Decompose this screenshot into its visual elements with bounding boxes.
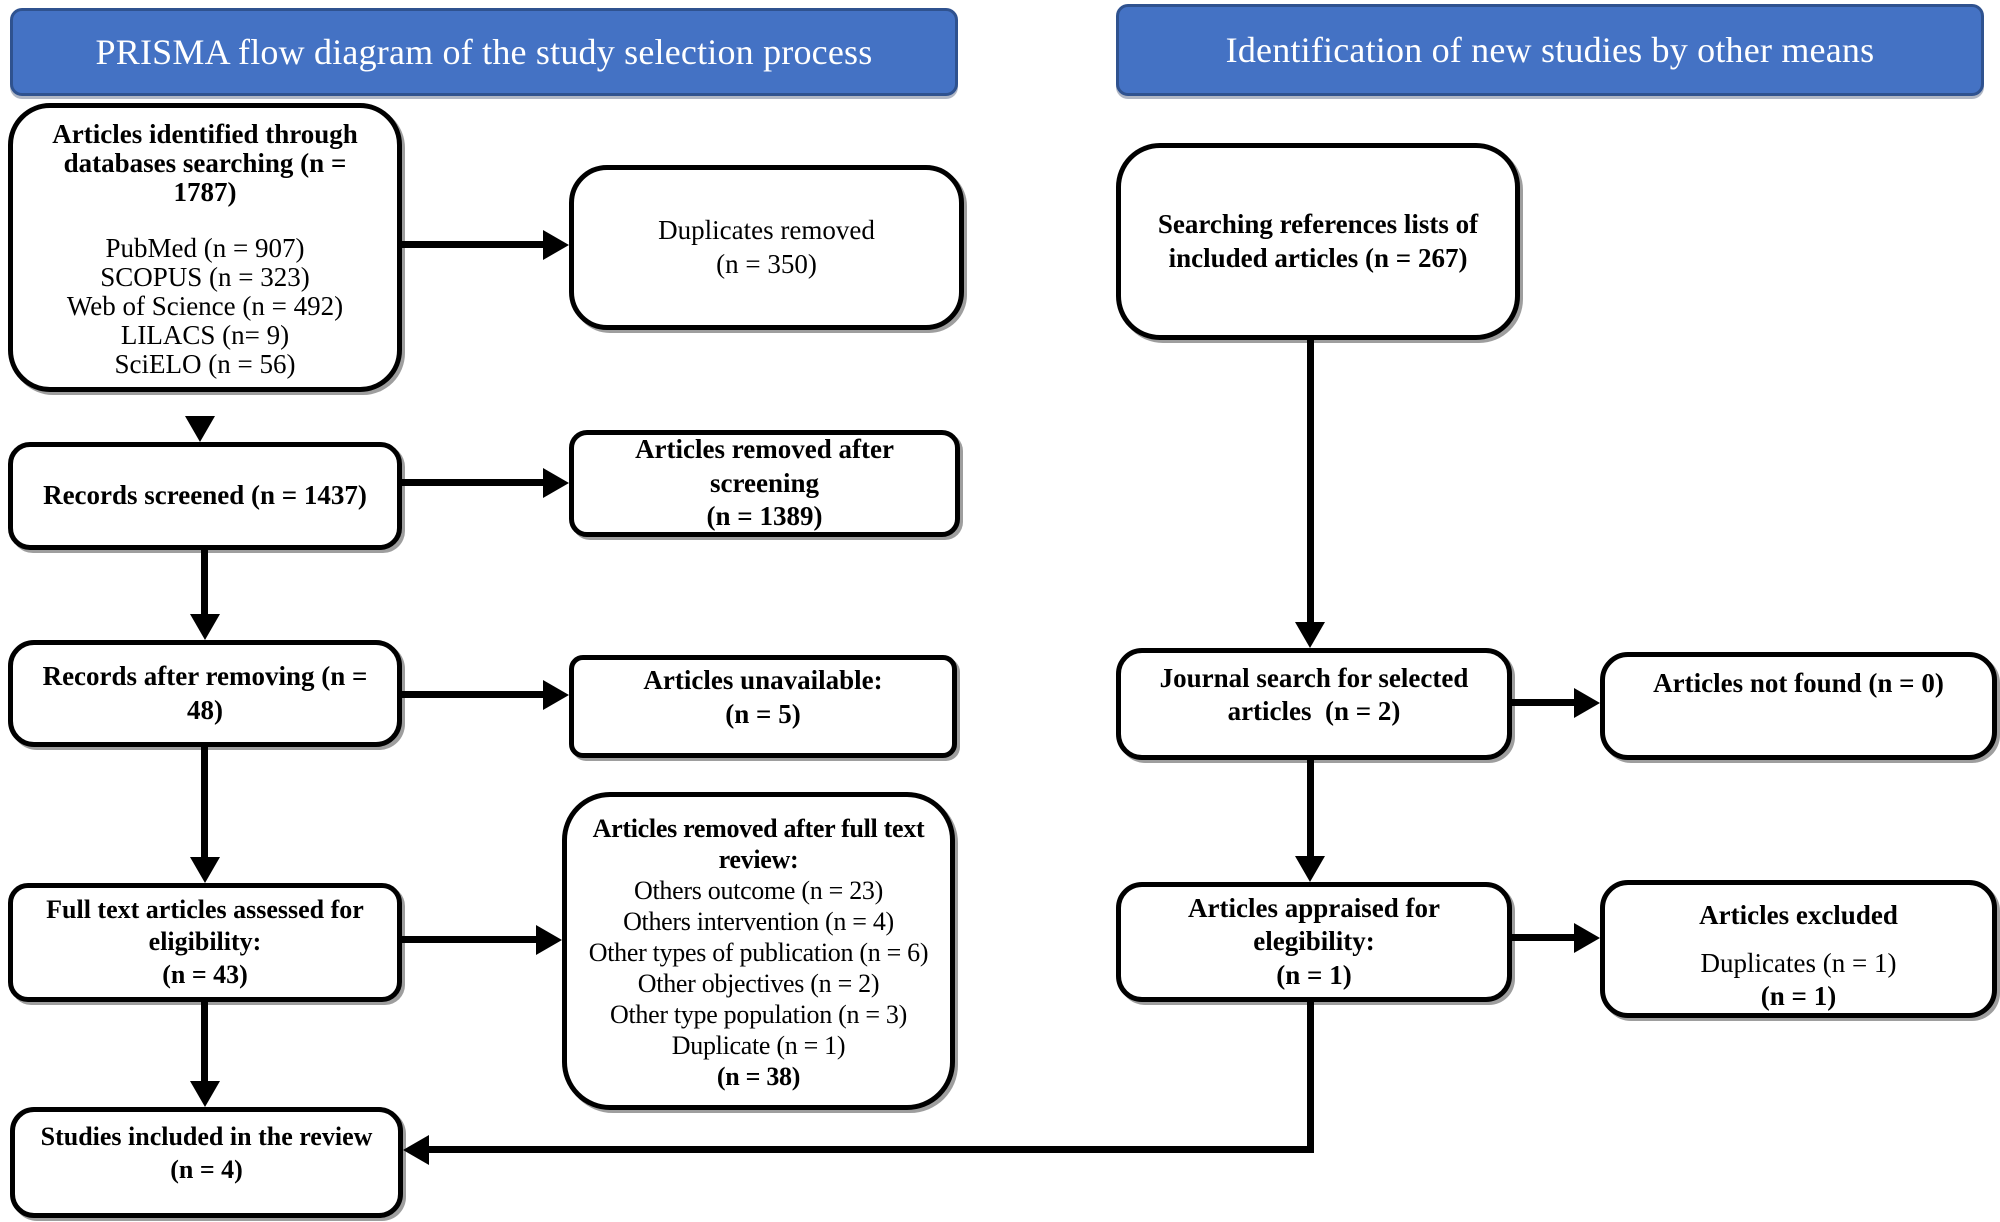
box-full-text-assessed-line: eligibility: bbox=[148, 927, 262, 957]
box-removed-after-screening: Articles removed after screening (n = 13… bbox=[569, 430, 960, 537]
reason-other-type-population: Other type population (n = 3) bbox=[610, 1000, 907, 1029]
arrowhead-searching-to-journal-search bbox=[1295, 622, 1325, 648]
reason-other-objectives: Other objectives (n = 2) bbox=[637, 969, 880, 998]
arrow-identification-to-duplicates bbox=[402, 241, 543, 248]
arrowhead-appraised-to-included bbox=[403, 1135, 429, 1165]
box-articles-excluded-line: (n = 1) bbox=[1760, 981, 1837, 1011]
arrow-appraised-to-included-vertical bbox=[1307, 1002, 1314, 1153]
source-pubmed: PubMed (n = 907) bbox=[105, 233, 305, 263]
arrow-after-removing-to-full-text bbox=[201, 747, 208, 857]
arrow-after-removing-to-unavailable bbox=[402, 691, 543, 698]
box-records-after-removing-line: Records after removing (n = bbox=[42, 661, 368, 692]
arrow-appraised-to-included-horizontal bbox=[429, 1146, 1314, 1153]
box-searching-references: Searching references lists of included a… bbox=[1116, 143, 1520, 340]
arrow-identification-to-screened bbox=[185, 416, 215, 442]
box-identification-title-line: 1787) bbox=[173, 177, 237, 207]
box-removed-after-full-text-title-line: review: bbox=[718, 845, 799, 874]
box-removed-after-full-text-title-line: Articles removed after full text bbox=[592, 814, 925, 843]
box-full-text-assessed-line: (n = 43) bbox=[162, 959, 248, 989]
source-web-of-science: Web of Science (n = 492) bbox=[66, 291, 344, 321]
arrowhead-screened-to-removed-after-screening bbox=[543, 468, 569, 498]
arrowhead-after-removing-to-full-text bbox=[190, 857, 220, 883]
arrow-searching-to-journal-search bbox=[1307, 340, 1314, 622]
arrowhead-journal-search-to-not-found bbox=[1574, 688, 1600, 718]
box-records-after-removing-line: 48) bbox=[187, 694, 223, 725]
box-articles-excluded-title: Articles excluded bbox=[1699, 900, 1898, 930]
arrow-screened-to-after-removing bbox=[201, 550, 208, 614]
reason-others-outcome: Others outcome (n = 23) bbox=[634, 876, 883, 905]
box-journal-search-line: Journal search for selected bbox=[1159, 662, 1469, 693]
header-left-title: PRISMA flow diagram of the study selecti… bbox=[95, 32, 873, 72]
arrowhead-full-text-to-removed-full-text bbox=[536, 925, 562, 955]
box-searching-references-line: Searching references lists of bbox=[1157, 209, 1479, 240]
box-full-text-assessed: Full text articles assessed for eligibil… bbox=[8, 883, 402, 1002]
box-duplicates-removed-line: (n = 350) bbox=[716, 248, 817, 279]
box-articles-not-found: Articles not found (n = 0) bbox=[1600, 652, 1997, 760]
arrowhead-appraised-to-excluded bbox=[1574, 923, 1600, 953]
arrow-full-text-to-included bbox=[201, 1002, 208, 1081]
box-removed-after-screening-line: (n = 1389) bbox=[706, 501, 823, 532]
reason-others-intervention: Others intervention (n = 4) bbox=[623, 907, 894, 936]
box-removed-after-screening-line: screening bbox=[710, 467, 819, 498]
box-articles-appraised-line: (n = 1) bbox=[1276, 959, 1352, 990]
box-removed-after-full-text: Articles removed after full text review:… bbox=[562, 792, 955, 1110]
box-articles-appraised-line: Articles appraised for bbox=[1188, 892, 1440, 923]
header-right-title: Identification of new studies by other m… bbox=[1225, 30, 1875, 70]
box-identification-title-line: databases searching (n = bbox=[63, 148, 347, 178]
box-identification-title-line: Articles identified through bbox=[52, 119, 358, 149]
box-duplicates-removed: Duplicates removed (n = 350) bbox=[569, 165, 964, 330]
box-records-screened: Records screened (n = 1437) bbox=[8, 442, 402, 550]
source-scopus: SCOPUS (n = 323) bbox=[100, 262, 310, 292]
source-scielo: SciELO (n = 56) bbox=[114, 349, 296, 379]
arrow-appraised-to-excluded bbox=[1512, 934, 1574, 941]
arrow-full-text-to-removed-full-text bbox=[402, 936, 536, 943]
box-studies-included-line: Studies included in the review bbox=[40, 1122, 373, 1152]
reason-duplicate: Duplicate (n = 1) bbox=[671, 1031, 846, 1060]
box-articles-appraised: Articles appraised for elegibility: (n =… bbox=[1116, 882, 1512, 1002]
box-identification: Articles identified through databases se… bbox=[8, 103, 402, 392]
box-records-screened-label: Records screened (n = 1437) bbox=[43, 480, 367, 511]
arrow-journal-search-to-not-found bbox=[1512, 699, 1574, 706]
arrow-screened-to-removed-after-screening bbox=[402, 479, 543, 486]
reason-other-types-publication: Other types of publication (n = 6) bbox=[588, 938, 929, 967]
box-journal-search-line: articles (n = 2) bbox=[1227, 696, 1401, 726]
box-articles-unavailable-line: (n = 5) bbox=[725, 698, 801, 729]
arrow-journal-search-to-appraised bbox=[1307, 760, 1314, 856]
box-articles-not-found-label: Articles not found (n = 0) bbox=[1653, 668, 1944, 698]
arrowhead-after-removing-to-unavailable bbox=[543, 680, 569, 710]
box-articles-unavailable-line: Articles unavailable: bbox=[643, 665, 883, 696]
box-studies-included-line: (n = 4) bbox=[170, 1154, 243, 1184]
source-lilacs: LILACS (n= 9) bbox=[120, 320, 290, 350]
box-removed-after-full-text-total: (n = 38) bbox=[716, 1062, 801, 1091]
arrowhead-full-text-to-included bbox=[190, 1081, 220, 1107]
arrowhead-screened-to-after-removing bbox=[190, 614, 220, 640]
box-duplicates-removed-line: Duplicates removed bbox=[658, 215, 875, 246]
box-studies-included: Studies included in the review (n = 4) bbox=[10, 1107, 403, 1218]
box-records-after-removing: Records after removing (n = 48) bbox=[8, 640, 402, 747]
box-articles-appraised-line: elegibility: bbox=[1253, 926, 1375, 957]
box-articles-excluded-line: Duplicates (n = 1) bbox=[1700, 948, 1897, 978]
box-searching-references-line: included articles (n = 267) bbox=[1168, 242, 1468, 273]
arrowhead-journal-search-to-appraised bbox=[1295, 856, 1325, 882]
box-journal-search: Journal search for selected articles (n … bbox=[1116, 648, 1512, 760]
header-right: Identification of new studies by other m… bbox=[1116, 4, 1984, 96]
box-articles-unavailable: Articles unavailable: (n = 5) bbox=[569, 655, 957, 758]
arrowhead-identification-to-duplicates bbox=[543, 230, 569, 260]
box-full-text-assessed-line: Full text articles assessed for bbox=[46, 895, 364, 925]
header-left: PRISMA flow diagram of the study selecti… bbox=[10, 8, 958, 96]
box-removed-after-screening-line: Articles removed after bbox=[635, 434, 894, 465]
box-articles-excluded: Articles excluded Duplicates (n = 1) (n … bbox=[1600, 880, 1997, 1018]
